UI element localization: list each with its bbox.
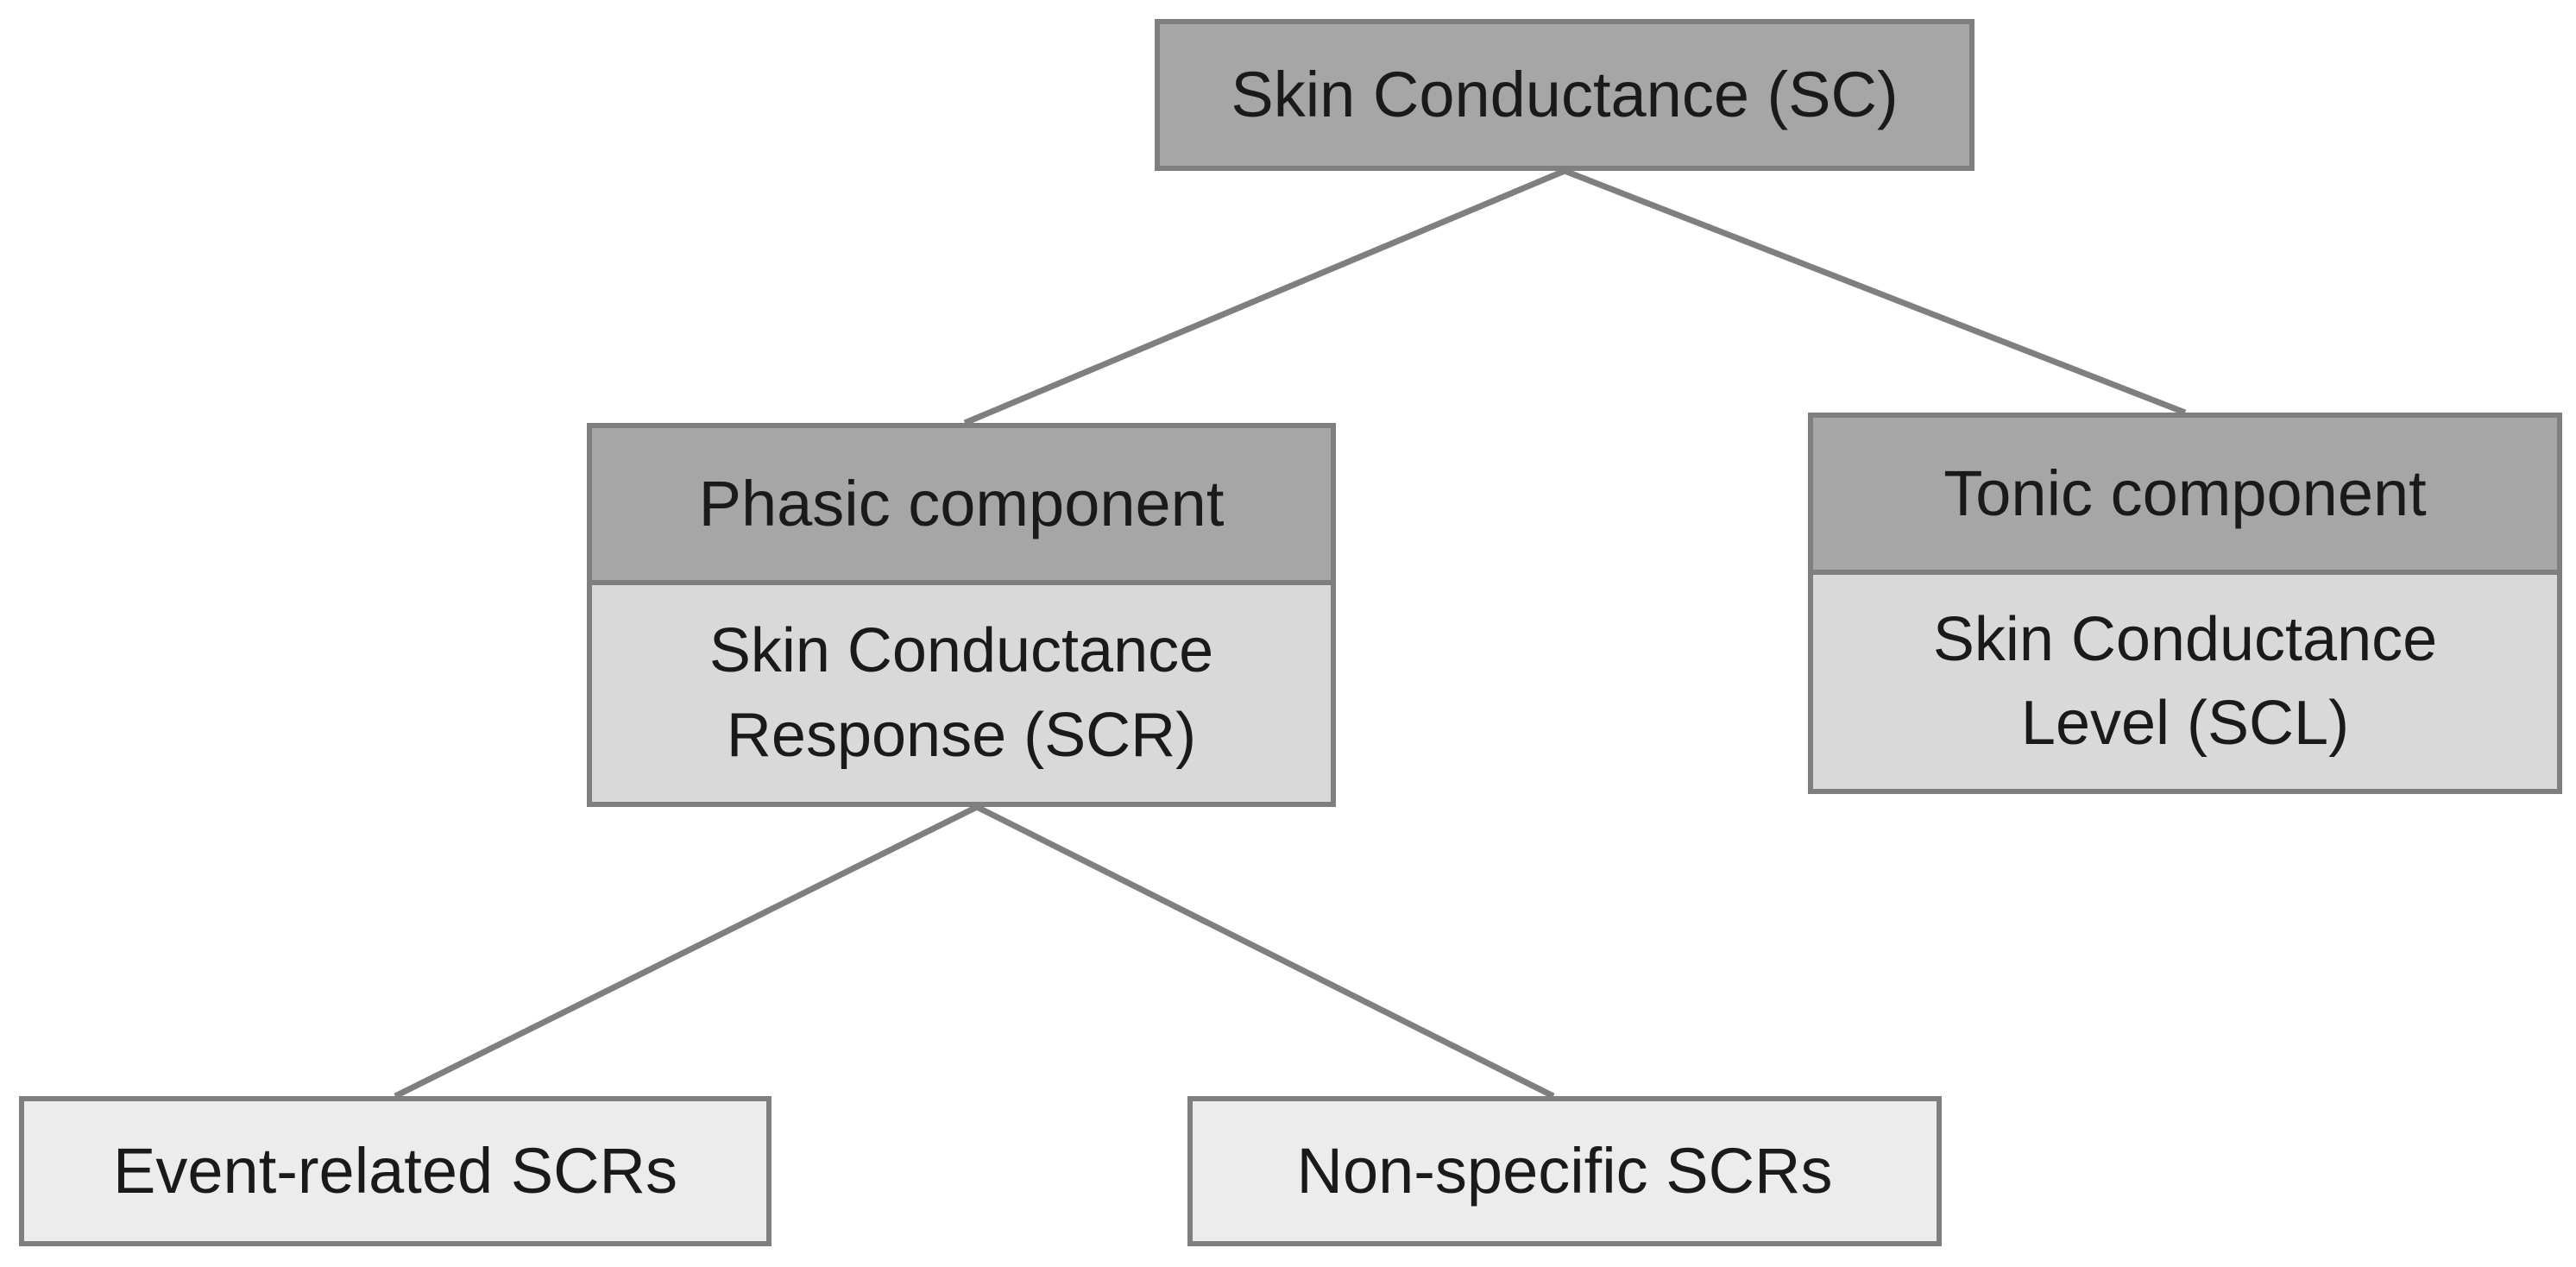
tonic-component-node: Tonic component Skin Conductance Level (… (1808, 413, 2562, 794)
root-node-skin-conductance: Skin Conductance (SC) (1155, 19, 1975, 171)
connector-phasic-to-nonspecific (975, 804, 1555, 1100)
tonic-detail-line-1: Skin Conductance (1932, 604, 2438, 674)
phasic-component-node: Phasic component Skin Conductance Respon… (587, 423, 1336, 807)
event-related-scrs-label: Event-related SCRs (24, 1101, 766, 1241)
phasic-component-header: Phasic component (592, 428, 1331, 580)
tonic-component-header: Tonic component (1813, 418, 2557, 570)
phasic-component-detail: Skin Conductance Response (SCR) (592, 580, 1331, 802)
connector-phasic-to-event (394, 804, 979, 1100)
tonic-detail-line-2: Level (SCL) (2020, 689, 2350, 758)
root-node-label: Skin Conductance (SC) (1160, 24, 1969, 166)
non-specific-scrs-node: Non-specific SCRs (1187, 1096, 1942, 1246)
tonic-component-detail: Skin Conductance Level (SCL) (1813, 570, 2557, 789)
connector-root-to-tonic (1563, 167, 2187, 416)
phasic-detail-line-2: Response (SCR) (726, 700, 1197, 770)
connector-root-to-phasic (963, 167, 1566, 426)
non-specific-scrs-label: Non-specific SCRs (1193, 1101, 1937, 1241)
phasic-detail-line-1: Skin Conductance (709, 616, 1214, 686)
event-related-scrs-node: Event-related SCRs (19, 1096, 772, 1246)
